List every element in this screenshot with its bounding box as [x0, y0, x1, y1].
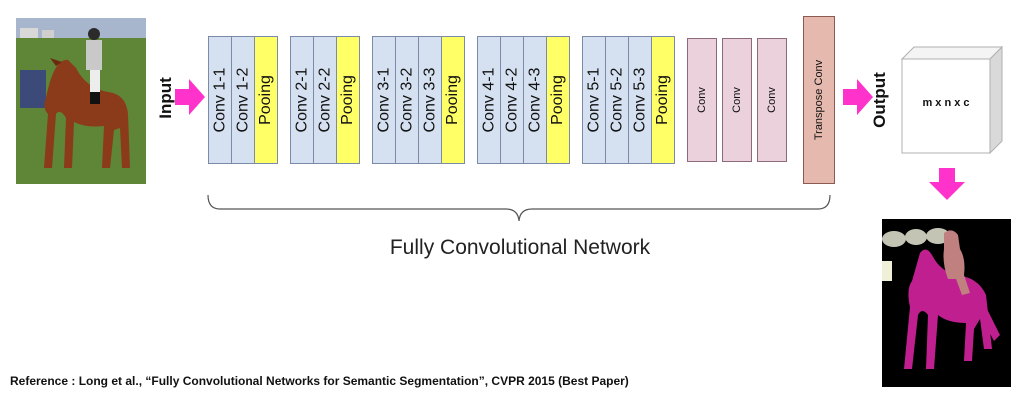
conv-4-3-layer: Conv 4-3 [523, 36, 547, 164]
conv-2-1-layer: Conv 2-1 [290, 36, 314, 164]
output-tensor-cube [900, 45, 1004, 155]
conv-1-1-layer: Conv 1-1 [208, 36, 232, 164]
transpose-conv-layer: Transpose Conv [803, 16, 835, 184]
input-label: Input [156, 77, 176, 119]
fc-conv-3-layer: Conv [757, 38, 787, 162]
output-arrow [843, 79, 873, 115]
conv-5-1-layer: Conv 5-1 [582, 36, 606, 164]
conv-4-1-layer: Conv 4-1 [477, 36, 501, 164]
pooling-5-layer: Pooing [651, 36, 675, 164]
horse-rider-photo [16, 18, 146, 184]
conv-1-2-layer: Conv 1-2 [231, 36, 255, 164]
down-arrow [929, 168, 965, 200]
pooling-1-layer: Pooing [254, 36, 278, 164]
segmentation-output-image [882, 219, 1011, 387]
input-photo [16, 18, 146, 184]
fc-conv-1-layer: Conv [687, 38, 717, 162]
conv-3-1-layer: Conv 3-1 [372, 36, 396, 164]
conv-5-3-layer: Conv 5-3 [628, 36, 652, 164]
segmentation-mask [882, 219, 1011, 387]
conv-4-2-layer: Conv 4-2 [500, 36, 524, 164]
pooling-4-layer: Pooing [546, 36, 570, 164]
reference-text: Reference : Long et al., “Fully Convolut… [10, 374, 629, 388]
input-arrow [175, 79, 205, 115]
fc-conv-2-layer: Conv [722, 38, 752, 162]
output-shape-label: m x n x c [922, 97, 970, 109]
network-brace [207, 194, 831, 222]
network-caption: Fully Convolutional Network [389, 236, 651, 259]
conv-5-2-layer: Conv 5-2 [605, 36, 629, 164]
conv-2-2-layer: Conv 2-2 [313, 36, 337, 164]
pooling-3-layer: Pooing [441, 36, 465, 164]
conv-3-2-layer: Conv 3-2 [395, 36, 419, 164]
conv-3-3-layer: Conv 3-3 [418, 36, 442, 164]
pooling-2-layer: Pooing [336, 36, 360, 164]
output-label: Output [870, 72, 890, 128]
